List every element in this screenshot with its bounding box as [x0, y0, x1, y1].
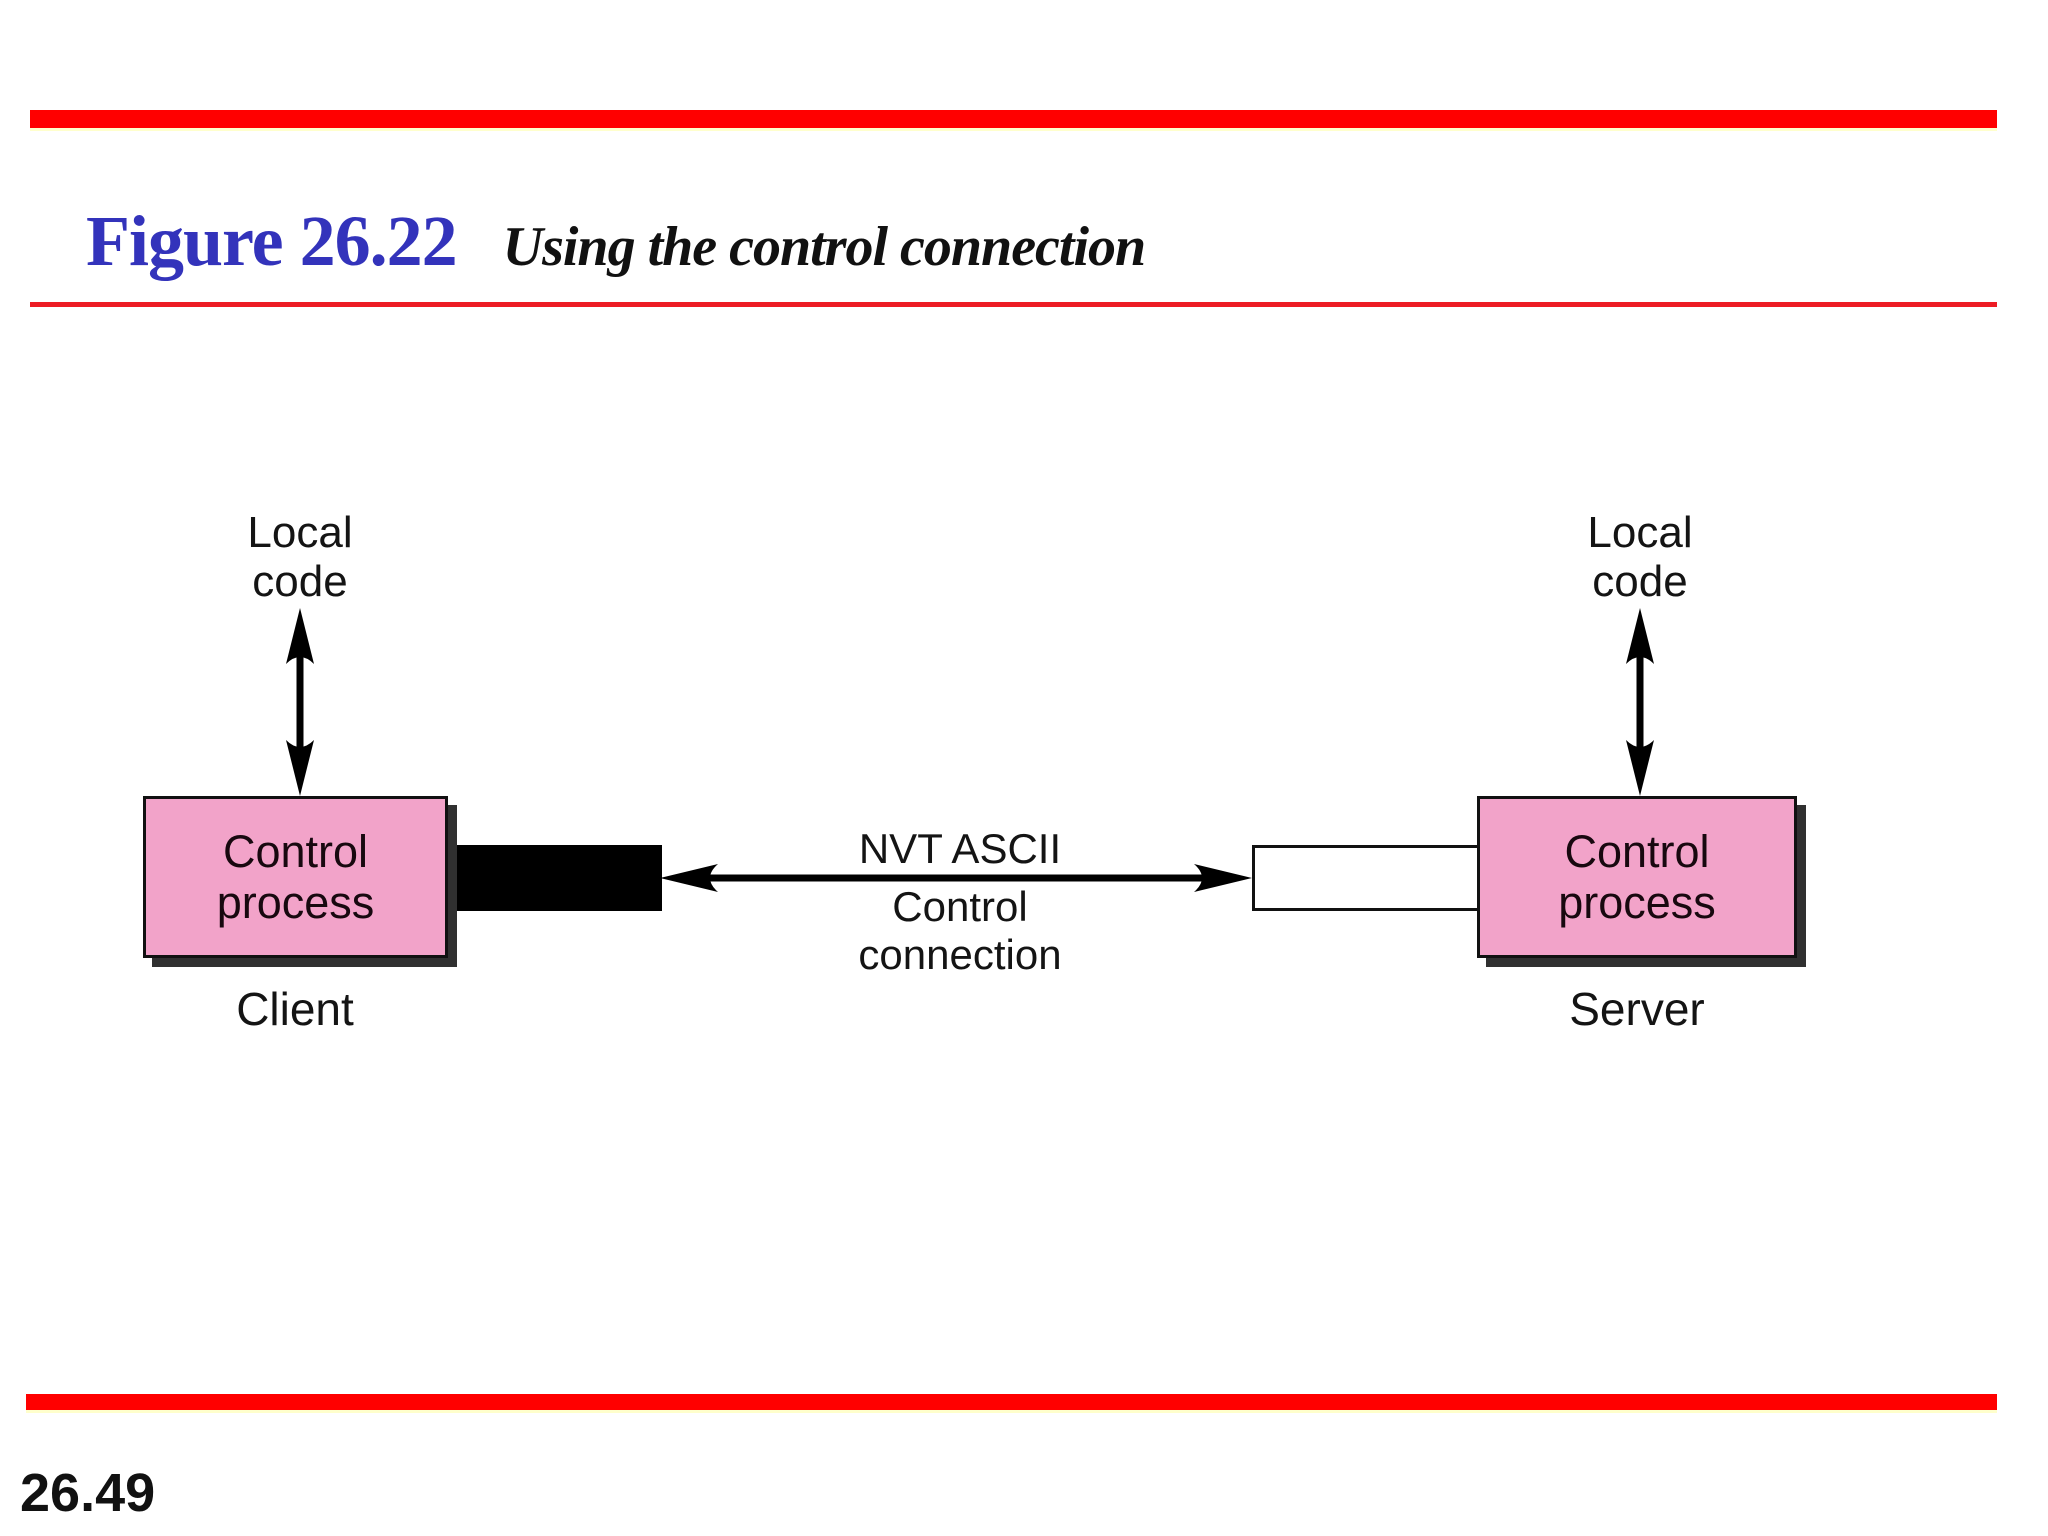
client-caption: Client: [236, 983, 354, 1035]
page-number: 26.49: [20, 1463, 156, 1523]
connection-label-control: Control: [892, 883, 1028, 930]
connection-label-nvt-ascii: NVT ASCII: [858, 825, 1062, 872]
server-box-line2: process: [1558, 877, 1716, 928]
figure-title: Using the control connection: [502, 216, 1147, 278]
slide-header: Figure 26.22 Using the control connectio…: [86, 200, 1147, 283]
title-underline-rule: [30, 302, 1997, 307]
client-local-code-line2: code: [252, 557, 348, 606]
control-connection-arrow-icon: [660, 864, 1252, 892]
client-box-line1: Control: [222, 826, 369, 877]
client-local-code-label: Local code: [170, 508, 430, 606]
server-local-code-line1: Local: [1587, 508, 1693, 557]
client-bidirectional-arrow-icon: [286, 608, 314, 796]
connection-label-connection: connection: [858, 931, 1062, 978]
bottom-red-bar: [26, 1394, 1997, 1413]
client-connector-black-rect: [448, 845, 662, 911]
figure-label: Figure 26.22: [86, 201, 458, 281]
server-box-line1: Control: [1564, 826, 1710, 877]
client-control-process-box: Control process: [143, 796, 448, 958]
server-bidirectional-arrow-icon: [1626, 608, 1654, 796]
server-control-process-box: Control process: [1477, 796, 1797, 958]
server-caption: Server: [1569, 983, 1705, 1035]
top-red-bar: [30, 110, 1997, 131]
server-connector-white-rect: [1252, 845, 1482, 911]
server-local-code-label: Local code: [1510, 508, 1770, 606]
server-local-code-line2: code: [1592, 557, 1688, 606]
client-box-line2: process: [216, 877, 375, 928]
client-local-code-line1: Local: [247, 508, 353, 557]
